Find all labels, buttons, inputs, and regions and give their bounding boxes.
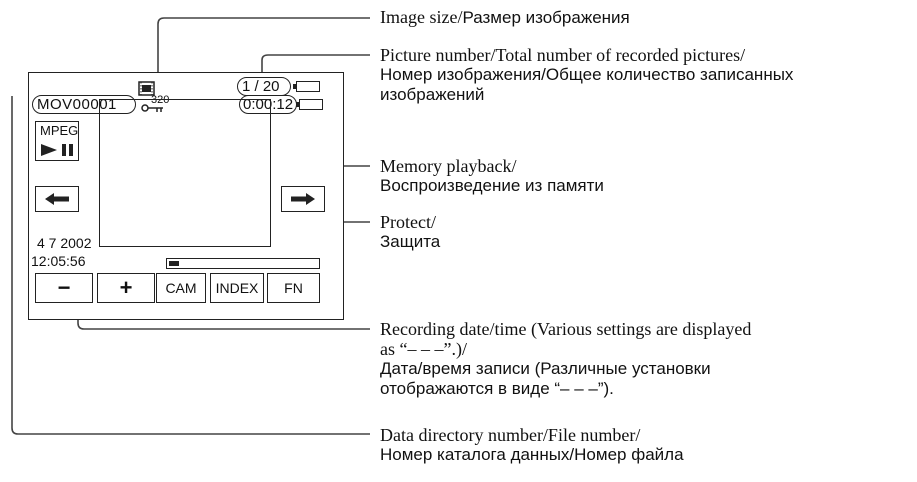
recording-date: 4 7 2002: [37, 235, 92, 251]
leader-image-size: [157, 17, 370, 80]
callout-picture-number-ru: Номер изображения/Общее количество запис…: [380, 65, 794, 84]
callout-picture-number-ru2: изображений: [380, 85, 485, 104]
callout-recording-date-en2: as “– – –”.)/: [380, 339, 467, 359]
recording-time: 12:05:56: [31, 253, 86, 269]
protect-key-icon: [141, 104, 163, 112]
next-button[interactable]: [281, 186, 325, 212]
callout-recording-date-ru2: отображаются в виде “– – –”).: [380, 379, 614, 398]
mpeg-play-pause-button[interactable]: MPEG: [35, 121, 79, 161]
callout-image-size-en: Image size/: [380, 7, 463, 27]
callout-image-size: Image size/Размер изображения: [380, 7, 630, 28]
index-button[interactable]: INDEX: [210, 273, 264, 303]
callout-file-number-ru: Номер каталога данных/Номер файла: [380, 445, 684, 464]
callout-file-number: Data directory number/File number/ Номер…: [380, 425, 684, 465]
file-id-oval: [32, 95, 136, 114]
callout-recording-date-ru: Дата/время записи (Различные установки: [380, 359, 711, 378]
image-size-icon: [138, 81, 155, 96]
image-preview-frame: [99, 99, 271, 247]
play-pause-icon: [41, 144, 73, 156]
callout-picture-number-en: Picture number/Total number of recorded …: [380, 45, 746, 65]
callout-protect-ru: Защита: [380, 232, 441, 251]
callout-protect: Protect/ Защита: [380, 212, 440, 252]
lcd-screen: 320 1 / 20 0:00:12 MOV00001 MPEG 4 7 2: [28, 72, 344, 320]
callout-protect-en: Protect/: [380, 212, 436, 232]
callout-recording-date-en: Recording date/time (Various settings ar…: [380, 319, 752, 339]
callout-picture-number: Picture number/Total number of recorded …: [380, 45, 793, 105]
callout-file-number-en: Data directory number/File number/: [380, 425, 641, 445]
callout-image-size-ru: Размер изображения: [462, 8, 630, 27]
mpeg-label: MPEG: [40, 123, 79, 138]
fn-button[interactable]: FN: [267, 273, 320, 303]
playback-time: 0:00:12: [243, 96, 294, 113]
leader-picture-number: [261, 54, 370, 84]
callout-memory-playback: Memory playback/ Воспроизведение из памя…: [380, 156, 604, 196]
memory-playback-icon: [296, 99, 323, 110]
cam-button[interactable]: CAM: [156, 273, 206, 303]
arrow-left-icon: [45, 193, 69, 205]
playback-progress-fill: [169, 261, 179, 266]
minus-button[interactable]: −: [35, 273, 93, 303]
file-number: MOV00001: [37, 96, 117, 113]
picture-counter: 1 / 20: [242, 78, 280, 95]
arrow-right-icon: [291, 193, 315, 205]
plus-button[interactable]: +: [97, 273, 155, 303]
leader-recording-date: [77, 260, 370, 330]
previous-button[interactable]: [35, 186, 79, 212]
callout-memory-playback-ru: Воспроизведение из памяти: [380, 176, 604, 195]
playback-progress-bar: [166, 258, 320, 269]
leader-file-number: [11, 96, 370, 435]
image-size-value: 320: [151, 94, 170, 106]
callout-memory-playback-en: Memory playback/: [380, 156, 517, 176]
memory-card-icon: [293, 81, 320, 92]
callout-recording-date: Recording date/time (Various settings ar…: [380, 319, 751, 399]
